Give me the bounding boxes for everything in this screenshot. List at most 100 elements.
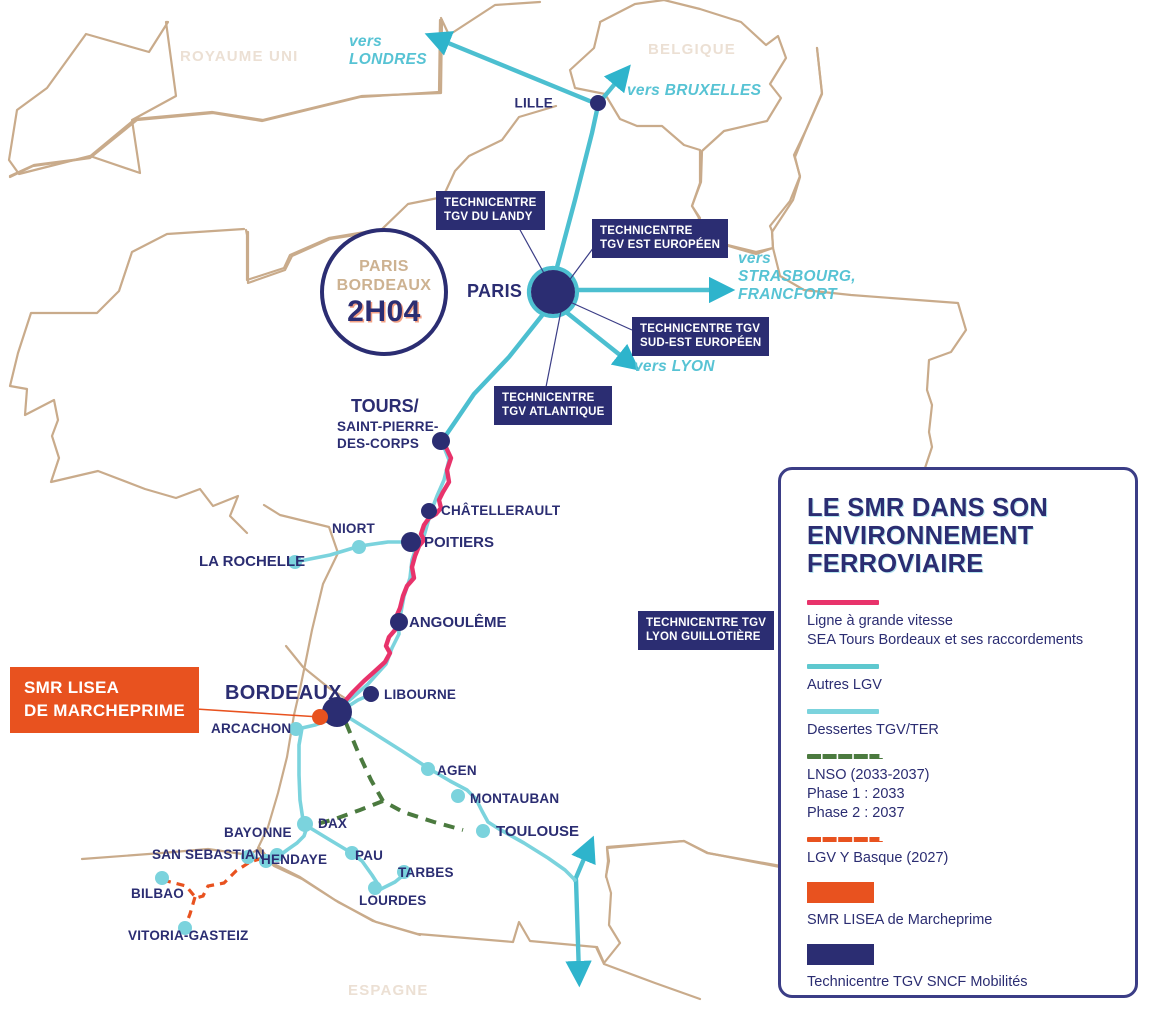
node-tours xyxy=(432,432,450,450)
leader-est xyxy=(567,246,595,283)
city-label-niort: NIORT xyxy=(332,521,375,536)
node-agen xyxy=(421,762,435,776)
node-niort xyxy=(352,540,366,554)
legend-swatch-smr-lisea xyxy=(807,882,874,903)
node-angouleme xyxy=(390,613,408,631)
city-label-arcachon: ARCACHON xyxy=(211,721,292,736)
legend-label-lgv-sea: Ligne à grande vitesse SEA Tours Bordeau… xyxy=(807,613,1084,648)
node-arcachon xyxy=(289,722,303,736)
line-classic-tours-bordeaux xyxy=(340,440,451,708)
city-label-vitoria-gasteiz: VITORIA-GASTEIZ xyxy=(128,928,249,943)
destination-label-lyon: vers LYON xyxy=(634,358,715,375)
line-bordeaux-toulouse xyxy=(341,712,577,882)
legend-item-smr-lisea: SMR LISEA de Marcheprime xyxy=(807,882,1109,930)
legend-label-dessertes: Dessertes TGV/TER xyxy=(807,722,939,738)
autres-lgv-lines xyxy=(424,31,736,988)
city-label-toulouse: TOULOUSE xyxy=(496,823,580,840)
paris-ring xyxy=(526,265,580,319)
country-label-royaume-uni: ROYAUME UNI xyxy=(180,48,299,65)
city-label-dax: DAX xyxy=(318,816,348,831)
technicentre-chip-landy[interactable]: TECHNICENTRE TGV DU LANDY xyxy=(436,191,545,230)
node-chatellerault xyxy=(421,503,437,519)
time-badge-origin: PARIS xyxy=(359,257,409,275)
legend-label-smr-lisea: SMR LISEA de Marcheprime xyxy=(807,912,993,928)
city-label-bilbao: BILBAO xyxy=(131,886,184,901)
node-bilbao xyxy=(155,871,169,885)
city-label-lourdes: LOURDES xyxy=(359,893,427,908)
technicentre-chip-sud-est-europeen[interactable]: TECHNICENTRE TGV SUD-EST EUROPÉEN xyxy=(632,317,770,356)
destination-label-strasbourg: vers STRASBOURG, FRANCFORT xyxy=(738,250,856,303)
leader-atlantique xyxy=(544,310,562,393)
smr-leader-line xyxy=(195,708,321,718)
node-lourdes xyxy=(368,881,382,895)
city-label-paris: PARIS xyxy=(467,281,523,301)
legend-item-technicentre: Technicentre TGV SNCF Mobilités xyxy=(807,944,1109,992)
city-label-tours: TOURS/ xyxy=(351,396,419,416)
line-lille-londres xyxy=(424,31,600,107)
city-label-poitiers: POITIERS xyxy=(424,534,495,551)
node-smr-marcheprime xyxy=(312,709,328,725)
legend-label-lgv-y-basque: LGV Y Basque (2027) xyxy=(807,850,949,866)
legend-panel: LE SMR DANS SON ENVIRONNEMENT FERROVIAIR… xyxy=(778,467,1138,998)
city-label-tarbes: TARBES xyxy=(398,865,454,880)
time-badge-destination: BORDEAUX xyxy=(336,276,432,294)
legend-swatch-lgv-sea xyxy=(807,600,879,605)
city-label-libourne: LIBOURNE xyxy=(384,687,457,702)
city-label-bayonne: BAYONNE xyxy=(224,825,292,840)
legend-swatch-dessertes xyxy=(807,709,879,714)
destination-label-londres: vers LONDRES xyxy=(349,33,427,68)
legend-swatch-autres-lgv xyxy=(807,664,879,669)
line-dax-tarbes xyxy=(305,824,408,891)
basque-bilbao-hendaye xyxy=(162,856,264,900)
paris-bordeaux-time-badge: PARIS BORDEAUX 2H04 xyxy=(320,228,448,356)
city-label-agen: AGEN xyxy=(437,763,477,778)
city-label-bordeaux: BORDEAUX xyxy=(225,682,342,704)
technicentre-chip-est-europeen[interactable]: TECHNICENTRE TGV EST EUROPÉEN xyxy=(592,219,729,258)
legend-swatch-lgv-y-basque xyxy=(807,837,883,842)
destination-label-bruxelles: vers BRUXELLES xyxy=(627,82,762,99)
city-label-sansebastian: SAN SEBASTIAN xyxy=(152,847,265,862)
station-nodes xyxy=(155,95,606,935)
node-toulouse xyxy=(476,824,490,838)
technicentre-chip-lyon-guillotiere[interactable]: TECHNICENTRE TGV LYON GUILLOTIÈRE xyxy=(638,611,775,650)
technicentre-chip-atlantique[interactable]: TECHNICENTRE TGV ATLANTIQUE xyxy=(494,386,613,425)
node-vitoria xyxy=(178,921,192,935)
time-badge-duration: 2H04 xyxy=(347,294,421,328)
node-sansebastian xyxy=(241,850,255,864)
node-pau xyxy=(345,846,359,860)
lnso-lines xyxy=(312,722,464,832)
smr-lisea-callout[interactable]: SMR LISEA DE MARCHEPRIME xyxy=(10,667,199,733)
country-label-espagne: ESPAGNE xyxy=(348,982,429,999)
node-bordeaux xyxy=(322,697,352,727)
node-libourne xyxy=(363,686,379,702)
city-label-hendaye: HENDAYE xyxy=(261,852,328,867)
legend-item-autres-lgv: Autres LGV xyxy=(807,664,1109,695)
city-label-lille: LILLE xyxy=(514,95,553,111)
node-bayonne xyxy=(270,848,284,862)
country-label-belgique: BELGIQUE xyxy=(648,41,736,58)
city-label-montauban: MONTAUBAN xyxy=(470,791,560,806)
legend-swatch-lnso xyxy=(807,754,883,759)
node-hendaye xyxy=(259,854,273,868)
node-montauban xyxy=(451,789,465,803)
lgv-sea-line xyxy=(338,438,454,711)
line-toulouse-ne xyxy=(571,835,596,883)
legend-label-technicentre: Technicentre TGV SNCF Mobilités xyxy=(807,974,1028,990)
legend-item-lgv-y-basque: LGV Y Basque (2027) xyxy=(807,837,1109,868)
node-larochelle xyxy=(288,555,302,569)
legend-label-lnso: LNSO (2033-2037) Phase 1 : 2033 Phase 2 … xyxy=(807,767,930,821)
leader-sudest xyxy=(569,301,633,331)
node-lille xyxy=(590,95,606,111)
legend-swatch-technicentre xyxy=(807,944,874,965)
line-paris-lille xyxy=(553,107,600,274)
lnso-bordeaux-dax xyxy=(312,799,384,827)
line-larochelle-poitiers xyxy=(293,540,409,564)
city-label-chatellerault: CHÂTELLERAULT xyxy=(441,503,561,518)
line-paris-tours xyxy=(441,310,547,441)
line-toulouse-s xyxy=(565,877,592,988)
path-lgv-sea xyxy=(338,438,454,711)
node-dax xyxy=(297,816,313,832)
legend-label-autres-lgv: Autres LGV xyxy=(807,677,882,693)
